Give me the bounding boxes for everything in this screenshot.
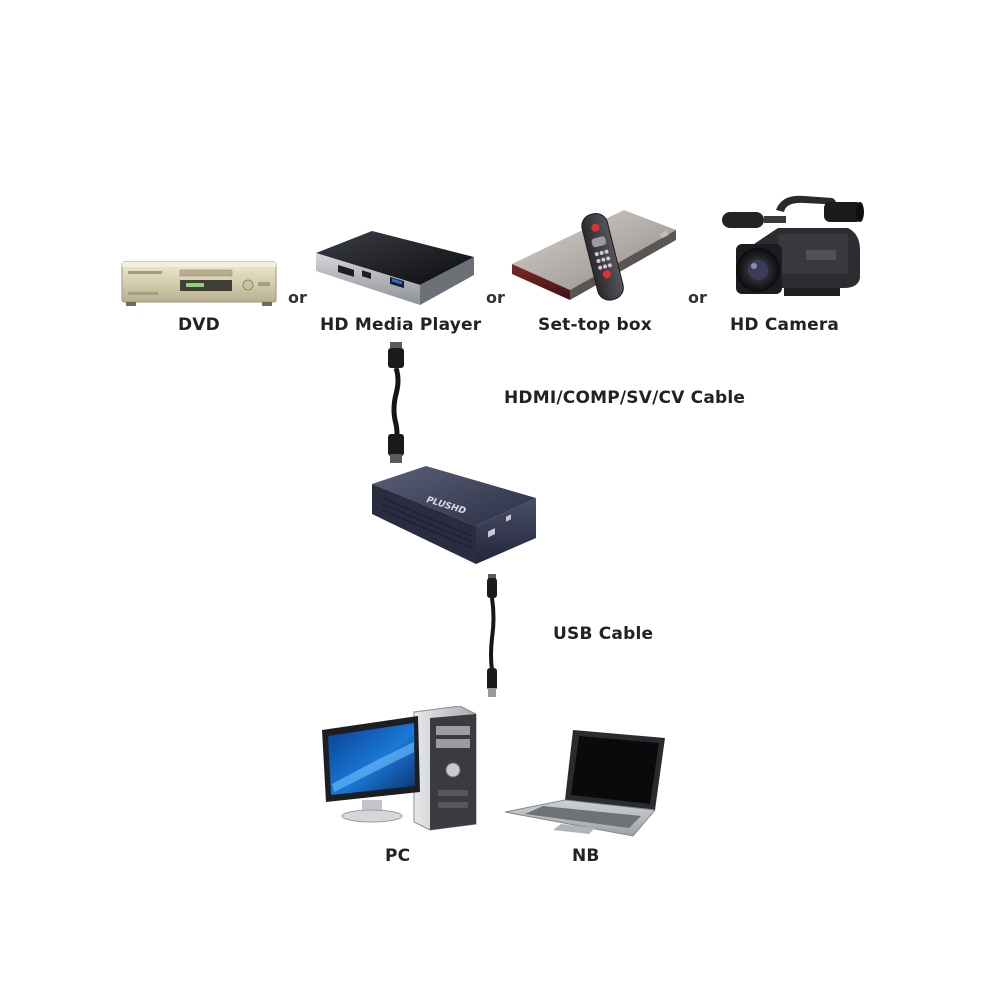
or-label-2: or bbox=[486, 288, 505, 307]
usb-cable-label: USB Cable bbox=[553, 624, 654, 644]
hd-camera-label: HD Camera bbox=[730, 315, 840, 335]
settop-box-image bbox=[510, 208, 680, 308]
pc-label: PC bbox=[385, 846, 411, 866]
notebook-image bbox=[503, 728, 667, 838]
dvd-label: DVD bbox=[178, 315, 220, 335]
hd-camera-image bbox=[720, 188, 865, 304]
settop-box-label: Set-top box bbox=[538, 315, 652, 335]
pc-image bbox=[318, 706, 480, 832]
hdmi-cable-image bbox=[382, 340, 410, 465]
input-cable-label: HDMI/COMP/SV/CV Cable bbox=[504, 388, 746, 408]
dvd-player-image bbox=[120, 256, 278, 308]
usb-cable-image bbox=[480, 572, 504, 700]
or-label-3: or bbox=[688, 288, 707, 307]
or-label-1: or bbox=[288, 288, 307, 307]
nb-label: NB bbox=[572, 846, 600, 866]
media-player-image bbox=[312, 227, 477, 309]
capture-device-image: PLUSHD bbox=[368, 464, 540, 566]
media-player-label: HD Media Player bbox=[320, 315, 482, 335]
